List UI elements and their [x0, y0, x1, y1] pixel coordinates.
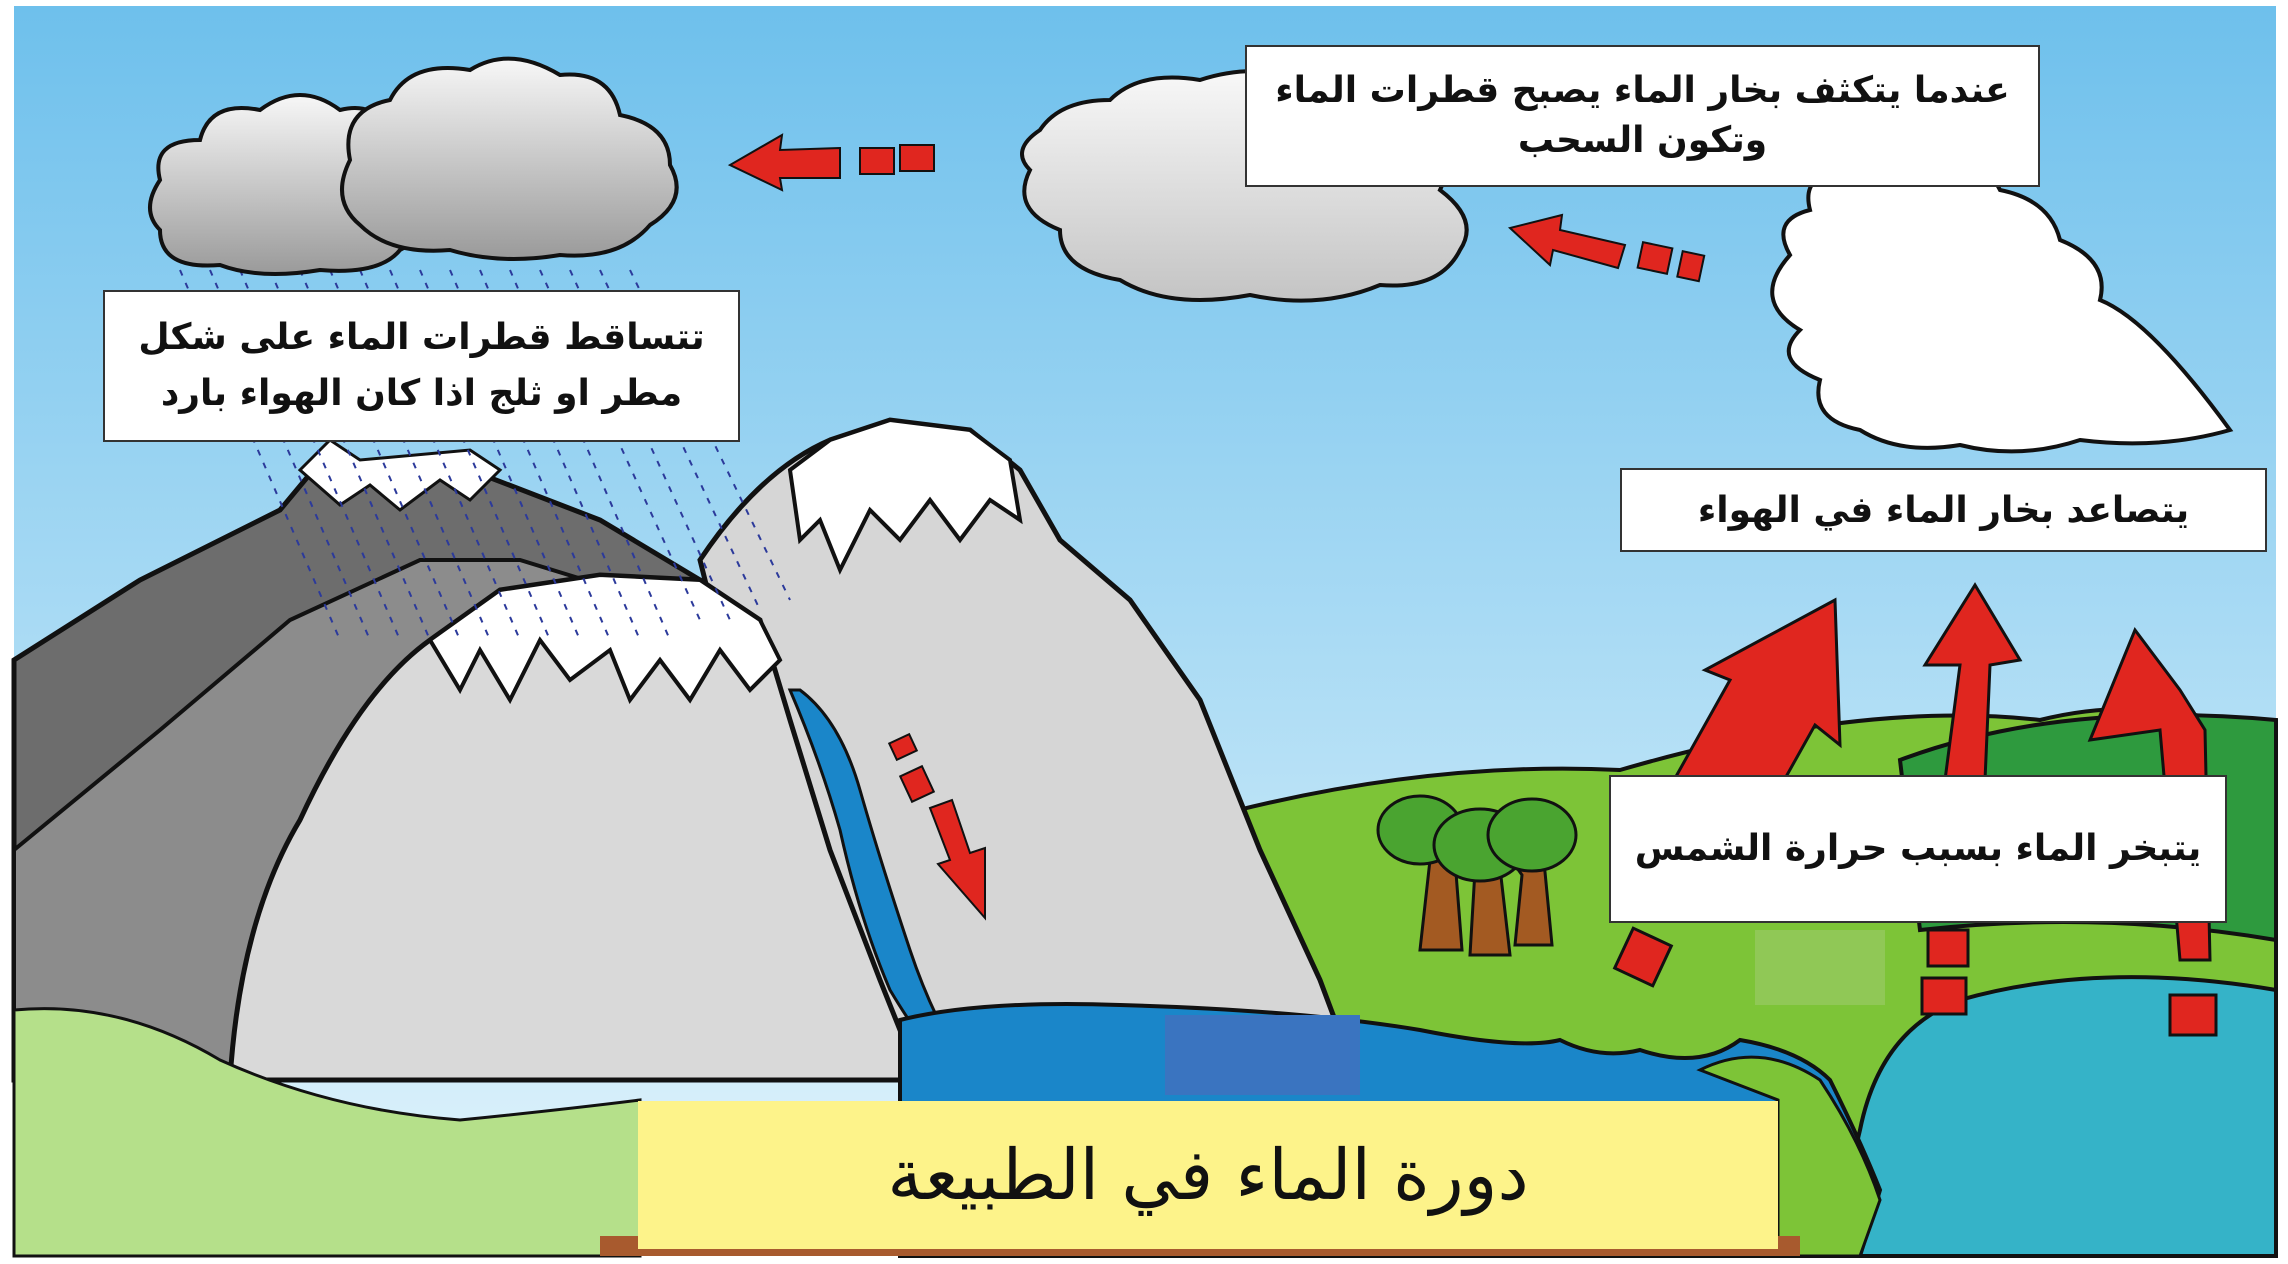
evaporation-label: يتبخر الماء بسبب حرارة الشمس [1609, 775, 2227, 923]
arrow-icon [1507, 213, 1706, 283]
mountain-right-snow [787, 417, 1023, 575]
sea [1827, 975, 2278, 1258]
tree-icon [1376, 794, 1578, 957]
vapor-rising-label: يتصاعد بخار الماء في الهواء [1620, 468, 2267, 552]
grass-right [1696, 1055, 1882, 1258]
diagram-title: دورة الماء في الطبيعة [638, 1101, 1778, 1249]
arrow-icon [887, 732, 986, 921]
mountain-front-snow [427, 572, 783, 705]
arrow-icon [727, 133, 935, 192]
precipitation-label: تتساقط قطرات الماء على شكل مطر او ثلج اذ… [103, 290, 740, 442]
grass-highlight [1755, 930, 1885, 1005]
condensation-label: عندما يتكثف بخار الماء يصبح قطرات الماء … [1245, 45, 2040, 187]
condensation-text: عندما يتكثف بخار الماء يصبح قطرات الماء … [1275, 70, 2010, 161]
precipitation-text: تتساقط قطرات الماء على شكل مطر او ثلج اذ… [138, 317, 705, 414]
lake-highlight [1165, 1015, 1360, 1095]
evaporation-text: يتبخر الماء بسبب حرارة الشمس [1634, 828, 2202, 869]
vapor-rising-text: يتصاعد بخار الماء في الهواء [1697, 489, 2190, 531]
rain-cloud-icon [148, 56, 679, 276]
grass-left [12, 1007, 642, 1258]
